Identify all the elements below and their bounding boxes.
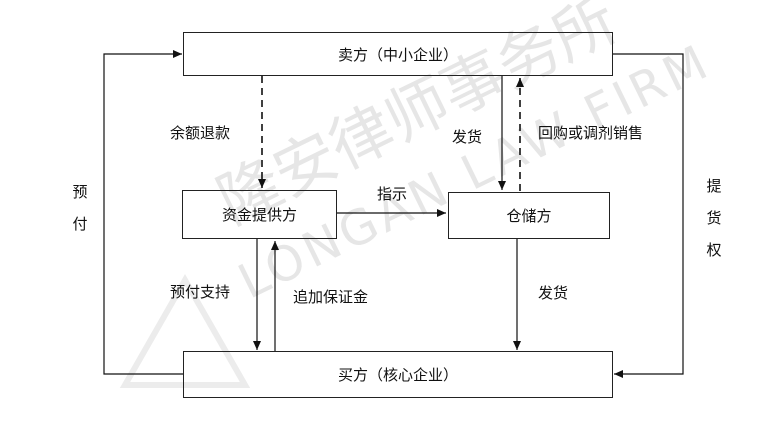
buyer-label: 买方（核心企业） xyxy=(337,366,458,384)
label-prepay-support: 预付支持 xyxy=(170,283,231,301)
funder-box: 资金提供方 xyxy=(182,190,337,239)
label-instruct: 指示 xyxy=(377,185,408,203)
warehouse-box: 仓储方 xyxy=(448,192,610,239)
label-prepay: 预 付 xyxy=(70,176,90,240)
seller-box: 卖方（中小企业） xyxy=(183,32,613,76)
arrow-prepay xyxy=(103,50,183,375)
arrow-pickup-right xyxy=(613,53,684,378)
label-pickup: 提 货 权 xyxy=(704,170,724,266)
funder-label: 资金提供方 xyxy=(221,206,297,224)
label-pickup-char: 货 xyxy=(706,209,722,227)
seller-label: 卖方（中小企业） xyxy=(337,45,458,64)
label-prepay-char: 付 xyxy=(72,215,88,233)
label-pickup-char: 提 xyxy=(706,177,722,195)
warehouse-label: 仓储方 xyxy=(506,207,552,225)
label-pickup-char: 权 xyxy=(706,241,722,259)
label-add-deposit: 追加保证金 xyxy=(293,288,369,306)
watermark-logo xyxy=(119,273,251,388)
label-ship-bottom: 发货 xyxy=(538,284,569,302)
label-ship-top: 发货 xyxy=(452,128,483,146)
label-buyback: 回购或调剂销售 xyxy=(538,124,644,142)
label-refund: 余额退款 xyxy=(170,124,231,142)
label-prepay-char: 预 xyxy=(72,183,88,201)
buyer-box: 买方（核心企业） xyxy=(183,351,613,398)
